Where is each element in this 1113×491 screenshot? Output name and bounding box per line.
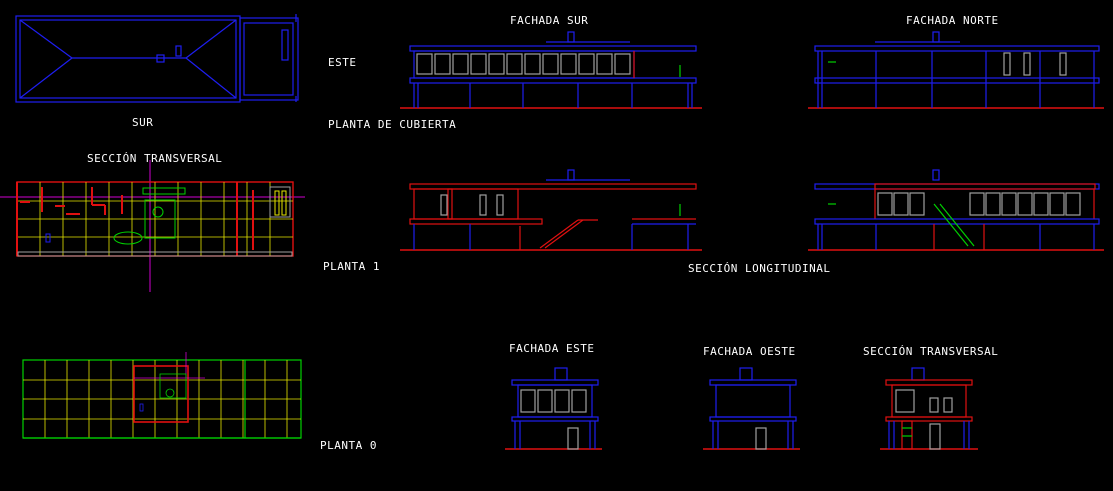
label-seccion-transversal-bottom: SECCIÓN TRANSVERSAL [863, 345, 999, 358]
label-fachada-este: FACHADA ESTE [509, 342, 595, 355]
facade-north [808, 31, 1104, 109]
label-fachada-norte: FACHADA NORTE [906, 14, 999, 27]
longitudinal-section-left [400, 169, 702, 251]
label-este: ESTE [328, 56, 357, 69]
label-seccion-transversal-top: SECCIÓN TRANSVERSAL [87, 152, 223, 165]
facade-east [505, 367, 602, 450]
label-planta-1: PLANTA 1 [323, 260, 380, 273]
floor-plan-0 [22, 352, 302, 439]
longitudinal-section-right [808, 169, 1104, 251]
roof-plan [15, 14, 299, 103]
label-fachada-oeste: FACHADA OESTE [703, 345, 796, 358]
facade-south [400, 31, 702, 109]
cross-section-bottom [880, 367, 978, 450]
label-fachada-sur: FACHADA SUR [510, 14, 589, 27]
facade-west [703, 367, 800, 450]
label-planta-cubierta: PLANTA DE CUBIERTA [328, 118, 457, 131]
label-seccion-longitudinal: SECCIÓN LONGITUDINAL [688, 262, 831, 275]
floor-plan-1 [0, 160, 305, 292]
label-sur: SUR [132, 116, 154, 129]
label-planta-0: PLANTA 0 [320, 439, 377, 452]
